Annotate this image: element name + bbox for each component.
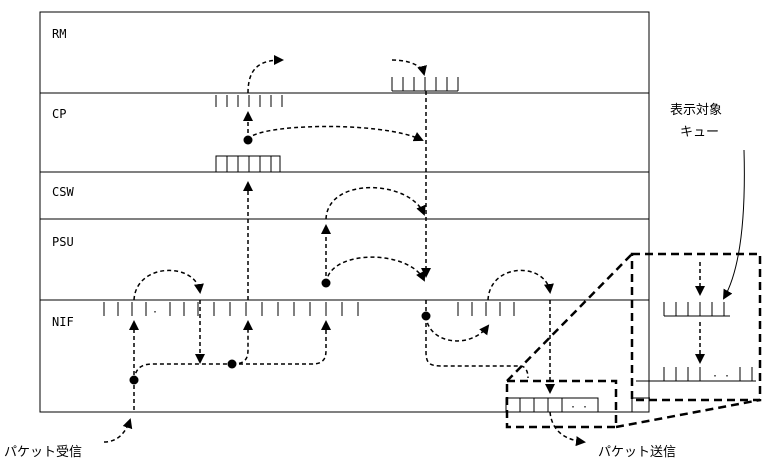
layer-label-nif: NIF bbox=[52, 315, 74, 329]
queue-nif-receive bbox=[103, 302, 359, 316]
layer-label-csw: CSW bbox=[52, 185, 74, 199]
flow-nif-base-2 bbox=[425, 316, 529, 379]
layer-label-cp: CP bbox=[52, 107, 66, 121]
queue-cp-lower bbox=[200, 155, 281, 173]
display-target-pointer bbox=[723, 149, 745, 300]
zoom-source-box bbox=[505, 379, 618, 429]
flow-nif-send-hop bbox=[487, 269, 554, 301]
node-psu bbox=[321, 278, 331, 288]
layer-label-rm: RM bbox=[52, 27, 66, 41]
label-packet-receive: パケット受信 bbox=[4, 445, 82, 460]
flow-receive-in bbox=[103, 418, 133, 443]
node-nif-junction bbox=[227, 359, 237, 369]
display-target-label-2: キュー bbox=[680, 125, 719, 140]
node-receive bbox=[129, 375, 139, 385]
flow-nodes bbox=[129, 135, 431, 385]
flow-nif-send-in bbox=[425, 315, 490, 342]
node-cp bbox=[243, 135, 253, 145]
flow-cp-hop bbox=[247, 125, 424, 142]
layer-label-psu: PSU bbox=[52, 235, 74, 249]
flow-nif-up-3 bbox=[232, 320, 331, 365]
flow-nif-hop-1 bbox=[133, 269, 204, 301]
zoom-callout bbox=[505, 252, 762, 429]
queue-ellipsis: · · bbox=[570, 402, 588, 413]
flow-nif-up-2 bbox=[231, 320, 253, 365]
display-target-label-1: 表示対象 bbox=[670, 103, 722, 118]
zoom-detail-content bbox=[636, 302, 756, 382]
queue-nif-send bbox=[457, 302, 515, 316]
layer-frame bbox=[39, 11, 650, 413]
label-packet-send: パケット送信 bbox=[598, 445, 676, 460]
flow-rm-in bbox=[391, 59, 427, 76]
node-nif-send bbox=[421, 311, 431, 321]
queue-cp-upper bbox=[215, 95, 283, 107]
zoom-detail-box bbox=[630, 252, 762, 402]
queue-rm bbox=[391, 77, 459, 92]
zoom-queue-ellipsis: · · bbox=[712, 371, 730, 382]
flow-nif-base-1 bbox=[133, 363, 232, 381]
flow-to-rm bbox=[247, 55, 284, 94]
flow-psu-hop-2 bbox=[325, 256, 426, 284]
queue-ellipsis-dot: · bbox=[152, 307, 158, 318]
flow-send-out bbox=[549, 411, 586, 447]
flow-psu-hop-1 bbox=[325, 187, 426, 220]
